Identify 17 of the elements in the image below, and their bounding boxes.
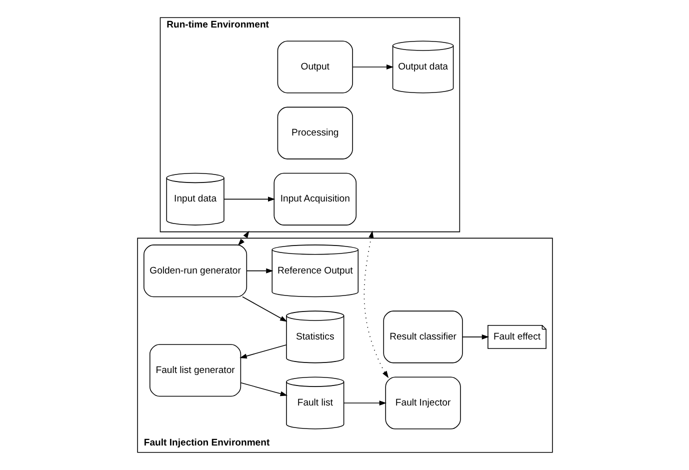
- arrow: [223, 196, 275, 202]
- node-box: Fault list generator: [149, 344, 241, 397]
- arrow: [363, 230, 388, 378]
- node-box: Output: [276, 40, 352, 94]
- arrow: [342, 400, 386, 406]
- arrow: [240, 382, 288, 396]
- arrow: [239, 344, 286, 359]
- arrow: [242, 296, 287, 322]
- node-box: Result classifier: [382, 310, 462, 364]
- node-box: Fault Injector: [384, 376, 460, 430]
- node-box: Golden-run generator: [143, 244, 247, 298]
- arrow: [237, 230, 249, 246]
- arrow: [352, 64, 394, 70]
- arrow: [246, 268, 273, 274]
- node-box: Processing: [276, 106, 352, 160]
- arrow: [462, 334, 489, 340]
- node-box: Input Acquisition: [273, 172, 356, 226]
